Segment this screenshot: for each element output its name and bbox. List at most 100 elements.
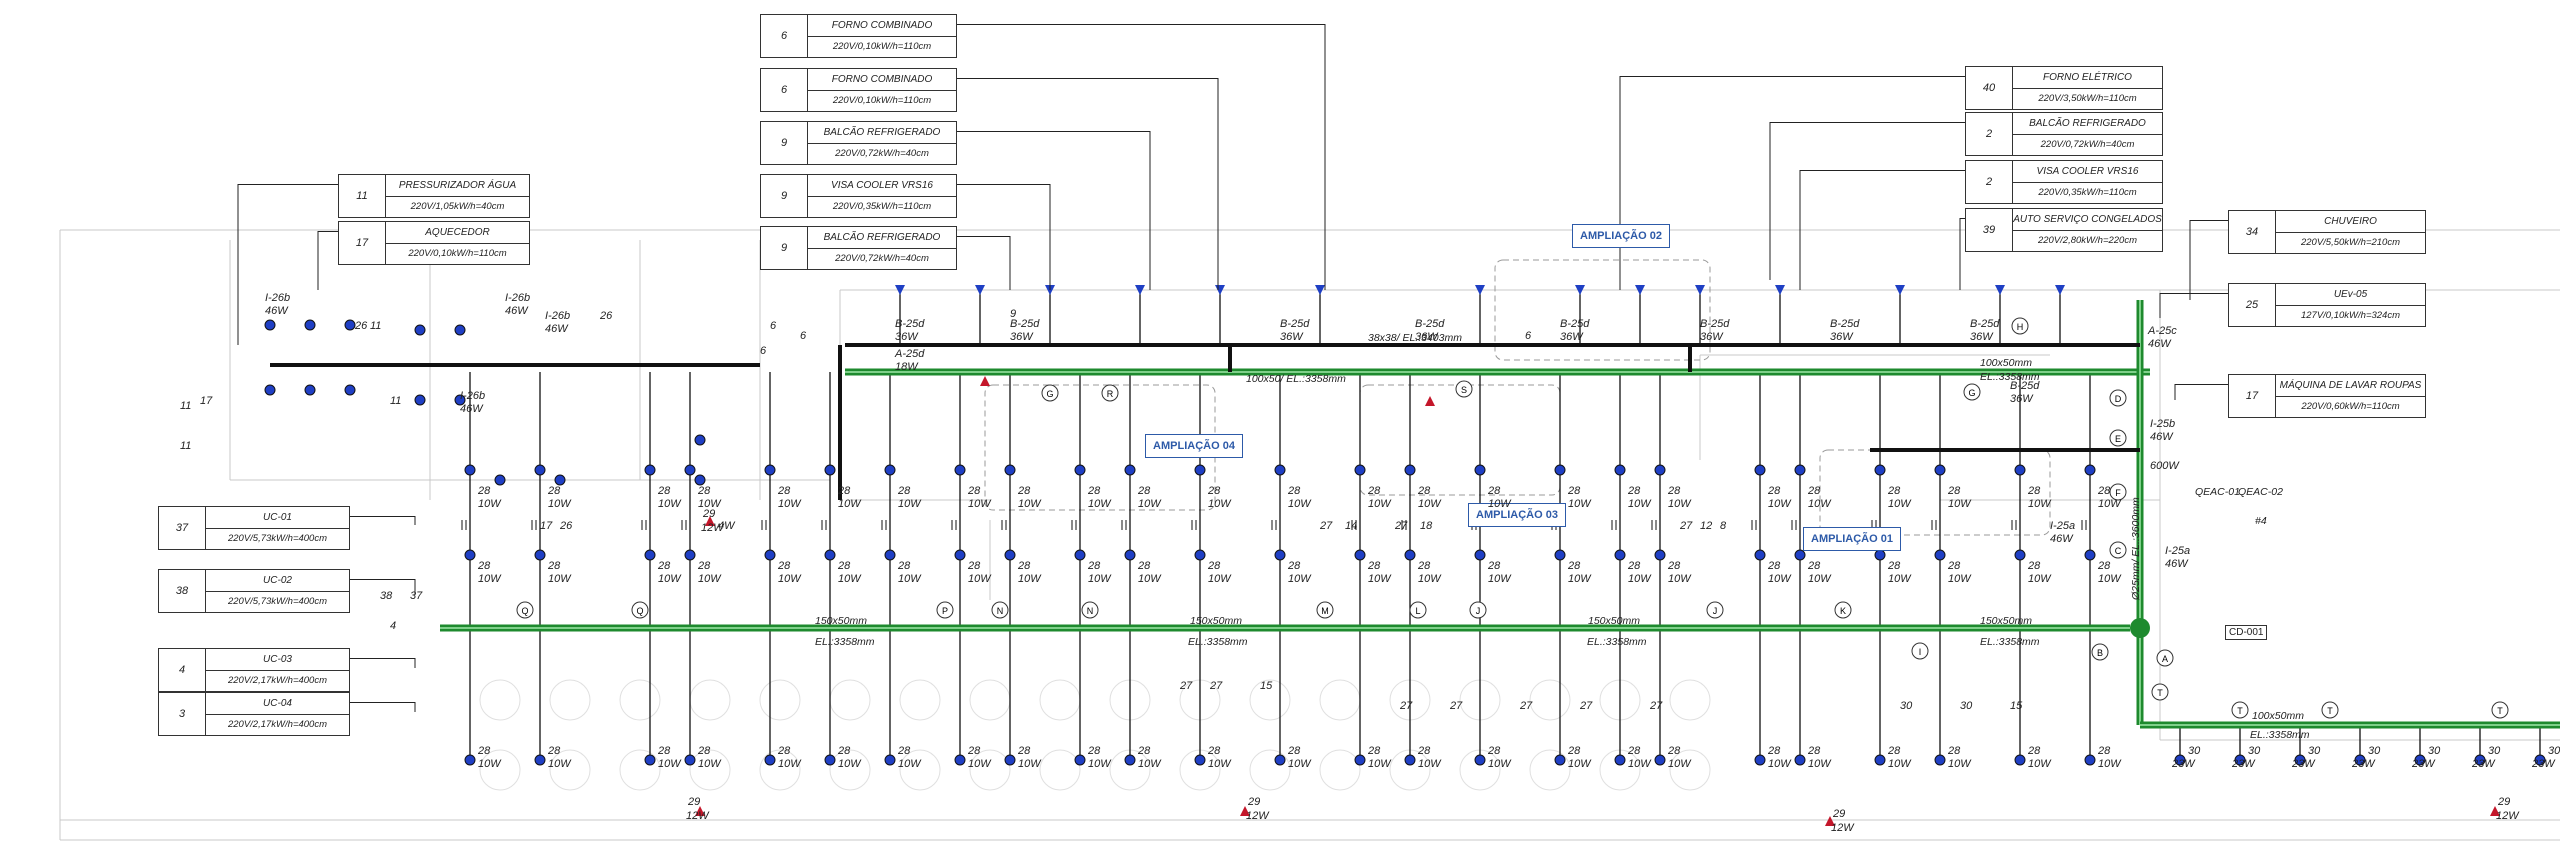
duct-label: 150x50mm: [1588, 615, 1640, 627]
circuit-label: 10W: [2098, 498, 2121, 510]
luminaire-symbol: [1354, 549, 1366, 561]
distribution-panel-cd-001[interactable]: CD-001: [2225, 625, 2268, 640]
panel-label: QEAC-01: [2195, 486, 2240, 498]
grid-bubble: [1911, 642, 1929, 660]
zone-ampliacao-01[interactable]: AMPLIAÇÃO 01: [1803, 527, 1901, 551]
circuit-label: 10W: [698, 498, 721, 510]
tag-circuit-number: 2: [1966, 161, 2013, 203]
circuit-label: 27: [1680, 520, 1693, 532]
luminaire-symbol: [454, 324, 466, 336]
luminaire-symbol: [1194, 754, 1206, 766]
grid-bubble-letter: D: [2115, 394, 2122, 404]
circuit-label: 28: [1768, 560, 1781, 572]
circuit-label: I-25b: [2150, 418, 2176, 430]
luminaire-symbol: [2234, 754, 2246, 766]
duct-label: 38x38/ EL.:3403mm: [1368, 332, 1462, 344]
circuit-label: 30: [2368, 745, 2381, 757]
tag-equipment-name: AUTO SERVIÇO CONGELADOS: [2013, 209, 2162, 231]
tag-equipment-name: FORNO ELÉTRICO: [2013, 67, 2162, 89]
table-outline: [479, 749, 521, 791]
circuit-label: 12W: [1831, 822, 1854, 834]
circuit-label: 10W: [1568, 573, 1591, 585]
tag-equipment-name: AQUECEDOR: [386, 222, 529, 244]
circuit-label: I-25a: [2050, 520, 2076, 532]
duct-label: EL.:3358mm: [1188, 636, 1248, 648]
luminaire-symbol: [494, 474, 506, 486]
circuit-label: 28: [478, 485, 491, 497]
circuit-label: 6: [770, 320, 777, 332]
circuit-label: 28: [1138, 485, 1151, 497]
tray-junction: [2130, 618, 2150, 638]
circuit-label: 10W: [1888, 758, 1911, 770]
circuit-label: B-25d: [1415, 318, 1445, 330]
circuit-label: 28: [838, 485, 851, 497]
tag-circuit-number: 6: [761, 69, 808, 111]
circuit-label: 10W: [1948, 498, 1971, 510]
circuit-label: 30: [2428, 745, 2441, 757]
circuit-label: 10W: [698, 573, 721, 585]
grid-bubble: [936, 601, 954, 619]
zone-ampliacao-03[interactable]: AMPLIAÇÃO 03: [1468, 503, 1566, 527]
tag-equipment-spec: 220V/1,05kW/h=40cm: [410, 201, 505, 212]
circuit-label: 15: [2010, 700, 2023, 712]
circuit-label: 17: [540, 520, 553, 532]
outlet-triangle: [895, 285, 905, 295]
circuit-label: 28: [2028, 485, 2041, 497]
circuit-label: 10W: [1138, 758, 1161, 770]
tag-equipment-spec: 220V/2,80kW/h=220cm: [2037, 235, 2138, 246]
luminaire-symbol: [1794, 464, 1806, 476]
tag-equipment-name: MÁQUINA DE LAVAR ROUPAS: [2276, 375, 2425, 397]
table-outline: [899, 679, 941, 721]
grid-bubble-letter: T: [2327, 706, 2333, 716]
grid-bubble: [2231, 701, 2249, 719]
grid-bubble-letter: N: [1087, 606, 1094, 616]
emergency-marker: [980, 376, 990, 386]
circuit-label: 18: [1420, 520, 1433, 532]
circuit-label: 28: [1808, 560, 1821, 572]
luminaire-symbol: [1274, 464, 1286, 476]
luminaire-symbol: [1654, 754, 1666, 766]
circuit-label: 12W: [1246, 810, 1269, 822]
zone-ampliacao-04[interactable]: AMPLIAÇÃO 04: [1145, 434, 1243, 458]
circuit-label: 28: [1948, 745, 1961, 757]
circuit-label: 10W: [1088, 498, 1111, 510]
luminaire-symbol: [1874, 549, 1886, 561]
circuit-label: 10W: [1018, 573, 1041, 585]
circuit-label: 28: [1288, 485, 1301, 497]
luminaire-symbol: [1474, 464, 1486, 476]
zone-ampliacao-02[interactable]: AMPLIAÇÃO 02: [1572, 224, 1670, 248]
circuit-label: B-25d: [1010, 318, 1040, 330]
duct-label: EL.:3358mm: [1980, 636, 2040, 648]
grid-bubble: [2109, 429, 2127, 447]
table-outline: [1529, 679, 1571, 721]
circuit-label: 23W: [2532, 758, 2555, 770]
grid-bubble-letter: J: [1476, 606, 1481, 616]
circuit-label: 10W: [1808, 573, 1831, 585]
luminaire-symbol: [1554, 754, 1566, 766]
circuit-label: B-25d: [1700, 318, 1730, 330]
circuit-label: 38: [380, 590, 393, 602]
circuit-label: 29: [1833, 808, 1846, 820]
grid-bubble-letter: B: [2097, 648, 2103, 658]
circuit-label: 9: [1010, 308, 1017, 320]
luminaire-symbol: [884, 754, 896, 766]
circuit-label: 46W: [2165, 558, 2188, 570]
